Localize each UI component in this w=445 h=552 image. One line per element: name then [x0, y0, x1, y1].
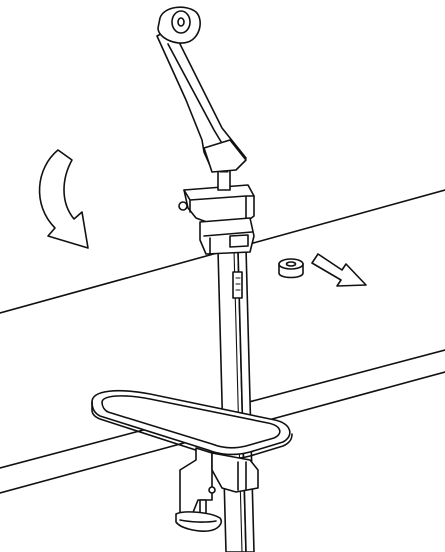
crank-knob-face [171, 10, 191, 34]
post-latch [232, 271, 243, 299]
outline-arrow-icon [311, 253, 367, 287]
clamp-jaw [179, 447, 213, 521]
post-edge-line [233, 249, 243, 552]
washer-part [278, 258, 304, 279]
cutting-head [178, 167, 255, 255]
outline-arrow-shape [311, 253, 367, 287]
vertical-post [217, 247, 255, 552]
crank-handle [156, 6, 247, 173]
clamp-pin [208, 486, 216, 494]
head-knob [178, 201, 188, 211]
washer-hole [285, 261, 297, 267]
washer-top [278, 258, 304, 270]
head-blade [229, 234, 249, 248]
base-clamp [91, 389, 293, 532]
head-gear-lines [203, 231, 253, 255]
clamp-handle-line [179, 519, 217, 523]
base-plate-inner [101, 395, 281, 449]
curved-arrow-icon [38, 149, 89, 249]
curved-arrow-shape [38, 149, 89, 249]
post-latch-ridges [235, 277, 241, 291]
clamp-slot [237, 461, 247, 491]
crank-knob-hub [177, 17, 185, 27]
base-plate-outer [91, 389, 291, 456]
crank-grip [203, 139, 247, 173]
